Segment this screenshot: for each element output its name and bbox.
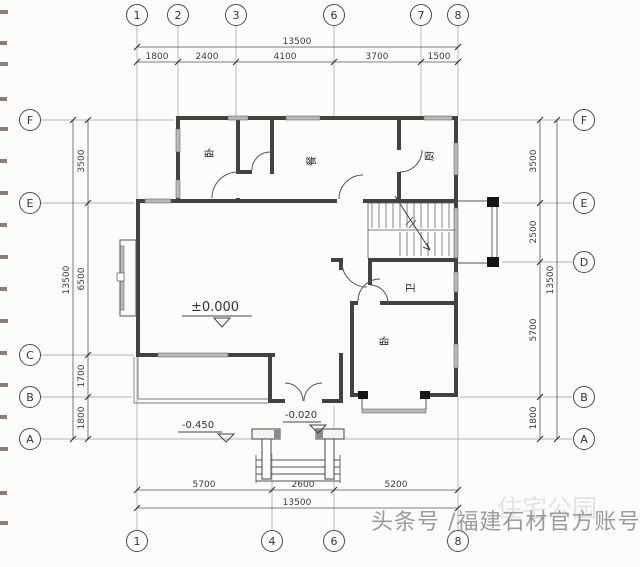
grid-bubble-label: F [27,114,33,127]
room-label-kitchen: 厨 [424,151,436,161]
dim-right-total: 13500 [546,265,556,294]
grid-bubble-label: 3 [233,9,240,22]
grid-bubble-label: E [581,197,588,210]
grid-bubble-label: 7 [418,9,425,22]
grid-bubble-label: 6 [331,9,338,22]
staircase [367,195,455,258]
dim-bottom-seg: 5200 [385,480,408,490]
grid-bubbles [19,4,595,552]
watermark-faint: 住宅公园 [497,494,597,523]
door-closet [251,151,271,171]
dim-left-seg: 3500 [77,149,87,172]
level-markers: ±0.000 -0.450 -0.020 [178,300,328,443]
dim-top-total: 13500 [283,37,312,47]
dim-top-seg: 2400 [196,52,219,62]
level-main-label: ±0.000 [191,300,239,315]
grid-bubble-label: B [26,391,34,404]
grid-bubble-label: 6 [331,535,338,548]
level-terrace-label: -0.450 [182,420,214,431]
door-entry-left [284,382,304,402]
door-arcs [211,149,423,402]
room-labels: 卧 餐 厨 卫 卧 [203,148,436,346]
grid-lines [41,26,572,530]
right-balcony [458,197,499,267]
dim-left-total: 13500 [62,265,72,294]
edge-artifacts [0,10,8,525]
grid-bubble-label: B [580,391,588,404]
door-dining [338,174,364,200]
dimension-ticks [69,43,561,512]
grid-bubble-label: F [581,114,587,127]
door-hallway [341,261,368,288]
dim-bottom-seg: 2600 [292,480,315,490]
dim-top-seg: 3700 [366,52,389,62]
dim-left-seg: 6500 [77,267,87,290]
dim-top-seg: 1800 [146,52,169,62]
left-bay-window [116,239,137,317]
door-kitchen [399,149,423,173]
windows [119,115,459,414]
grid-bubble-label: A [26,433,34,446]
door-entry-right [303,382,323,402]
dim-right-seg: 2500 [529,220,539,243]
grid-bubble-label: 1 [134,9,141,22]
room-label-dining: 餐 [305,156,318,166]
dim-right-seg: 1800 [529,406,539,429]
dim-right-seg: 3500 [529,149,539,172]
grid-bubble-label: A [580,433,588,446]
room-label-bath: 卫 [406,283,417,293]
dim-bottom-seg: 5700 [193,480,216,490]
door-bath [369,284,389,304]
dim-top-seg: 1500 [428,52,451,62]
room-label-bedroom-bottom: 卧 [378,336,391,346]
door-bedroom-bottom [357,278,381,302]
dim-top-seg: 4100 [274,52,297,62]
stair-direction-arrow [394,195,431,251]
dim-left-seg: 1800 [77,406,87,429]
grid-bubble-labels: 1 2 3 6 7 8 1 4 6 8 F E C B A F E D B A [26,9,588,548]
grid-bubble-label: 8 [455,9,462,22]
grid-bubble-label: E [27,197,34,210]
grid-bubble-label: D [580,256,588,269]
bedroom-bay-window [358,391,430,409]
level-entry-label: -0.020 [285,410,317,421]
dimension-labels: 13500 1800 2400 4100 3700 1500 13500 350… [62,37,556,508]
walls [136,116,458,403]
grid-bubble-label: C [26,349,34,362]
dim-bottom-total: 13500 [283,498,312,508]
dim-left-seg: 1700 [77,364,87,387]
door-bedroom-top [211,171,239,199]
grid-bubble-label: 4 [269,535,276,548]
grid-bubble-label: 8 [455,535,462,548]
room-label-bedroom-top: 卧 [203,148,216,158]
dim-right-seg: 5700 [529,318,539,341]
grid-bubble-label: 1 [134,535,141,548]
watermark-main: 头条号 /福建石材官方账号 [371,510,640,535]
terrace-outline [133,357,268,404]
entry-porch [251,428,345,483]
dimension-lines [72,46,558,509]
grid-bubble-label: 2 [175,9,182,22]
